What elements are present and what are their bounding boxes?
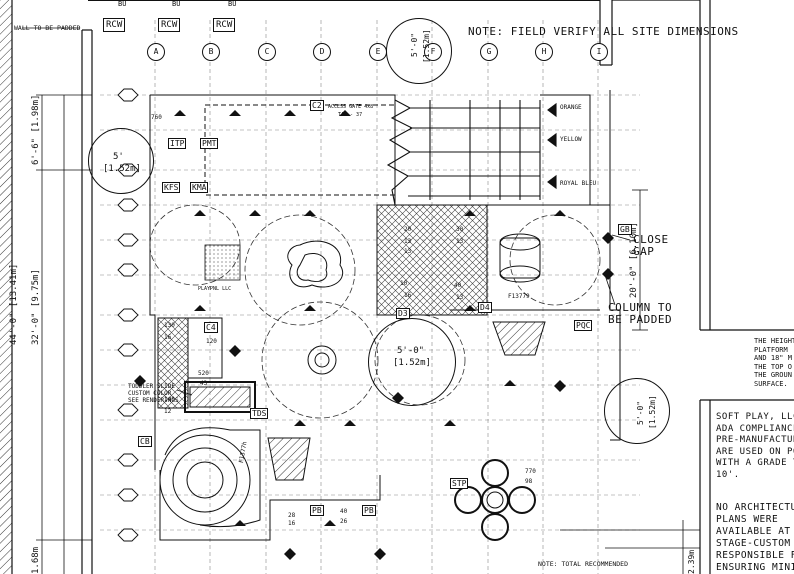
deck-height-label: 10 <box>400 280 408 287</box>
clearance-feet: 5'-0" <box>397 346 425 356</box>
gridline-bubble-e: E <box>369 43 387 61</box>
gridline-bubble-g: G <box>480 43 498 61</box>
deck-height-label: 28 <box>288 512 296 519</box>
gridline-bubble-a: A <box>147 43 165 61</box>
column-padded-callout: COLUMN TO BE PADDED <box>608 301 673 326</box>
deck-height-label: 130 <box>164 322 175 329</box>
component-tag-d4: D4 <box>478 302 492 313</box>
playpanel-label: PLAYPNL LLC <box>198 286 232 292</box>
height-note: THE HEIGHT PLATFORM AND 18" M THE TOP O … <box>754 337 794 388</box>
slide-color-yellow: YELLOW <box>560 136 582 143</box>
wall-padded-note: WALL TO BE PADDED <box>14 24 81 32</box>
component-tag-pmt: PMT <box>200 138 219 149</box>
component-tag-kma: KMA <box>190 182 209 193</box>
gridline-bubble-c: C <box>258 43 276 61</box>
component-tag-tds: TDS <box>250 408 269 419</box>
deck-height-label: 13 <box>456 238 464 245</box>
no-architecture-note: NO ARCHITECTU PLANS WERE AVAILABLE AT D … <box>716 502 794 573</box>
soft-play-note: SOFT PLAY, LLC. ADA COMPLIANCE PRE-MANUF… <box>716 412 794 480</box>
clearance-circle-top: 5'-0" [1.52m] <box>386 18 452 84</box>
clearance-feet: 5'-0" <box>636 400 645 425</box>
deck-height-label: 16 <box>288 520 296 527</box>
tube-slides <box>386 99 557 206</box>
clearance-circle-right: 5'-0" [1.52m] <box>604 378 670 444</box>
rcw-tag-2: RCW <box>158 18 181 32</box>
clearance-feet: 5'-0" <box>410 32 419 57</box>
deck-height-label: 12 <box>164 408 172 415</box>
clearance-metric: [1.52m] <box>648 395 657 429</box>
dimension-1-68m: 1.68m <box>31 546 41 574</box>
component-tag-c4: C4 <box>204 322 218 333</box>
deck-height-label: 760 <box>151 114 162 121</box>
dimension-6ft6: 6'-6" [1.98m] <box>31 94 41 165</box>
bu-tag-1: BU <box>118 0 127 8</box>
access-gate-label: ACCESS GATE 4x8 <box>328 104 374 110</box>
site-verify-note: NOTE: FIELD VERIFY ALL SITE DIMENSIONS <box>468 25 739 38</box>
play-features <box>159 233 546 541</box>
component-tag-itp: ITP <box>168 138 187 149</box>
gridline-bubble-d: D <box>313 43 331 61</box>
triangle-markers <box>174 110 566 526</box>
leader-lines <box>22 27 631 396</box>
component-tag-kfs: KFS <box>162 182 181 193</box>
deck-height-label: 40 <box>454 282 462 289</box>
deck-height-label: 770 <box>525 468 536 475</box>
slide-color-royal-bleu: ROYAL BLEU <box>560 180 597 187</box>
deck-height-label: 20 <box>404 226 412 233</box>
dimension-2-39m: 2.39m <box>687 549 696 574</box>
dimension-44ft: 44'-0" [13.41m] <box>9 263 19 345</box>
clearance-metric: [1.52m] <box>103 164 141 174</box>
deck-height-label: 43 <box>200 380 208 387</box>
clearance-metric: [1.52m] <box>393 358 431 368</box>
component-tag-pb: PB <box>310 505 324 516</box>
gridline-bubble-h: H <box>535 43 553 61</box>
component-tag-c2: C2 <box>310 100 324 111</box>
deck-height-label: 13 <box>404 248 412 255</box>
access-gate-sub-label: TAN - 37 <box>338 112 363 118</box>
deck-height-label: 30 <box>456 226 464 233</box>
deck-height-label: 13 <box>404 238 412 245</box>
deck-height-label: 16 <box>164 334 172 341</box>
deck-height-label: 40 <box>340 508 348 515</box>
clearance-metric: [1.52m] <box>422 29 431 63</box>
bu-tag-3: BU <box>228 0 237 8</box>
component-tag-stp: STP <box>450 478 469 489</box>
deck-height-label: 98 <box>525 478 533 485</box>
deck-height-label: 140 <box>164 396 175 403</box>
gridline-bubble-b: B <box>202 43 220 61</box>
close-gap-callout: CLOSE GAP <box>633 233 669 258</box>
toddler-slide-callout: TODDLER SLIDE CUSTOM COLOR SEE RENDERING… <box>128 383 179 404</box>
dimension-32ft: 32'-0" [9.75m] <box>31 269 41 345</box>
rcw-tag-1: RCW <box>103 18 126 32</box>
component-tag-pqc: PQC <box>574 320 593 331</box>
component-tag-cb: CB <box>138 436 152 447</box>
slide-color-orange: ORANGE <box>560 104 582 111</box>
component-tag-gb: GB <box>618 224 632 235</box>
deck-height-label: 520 <box>198 370 209 377</box>
deck-height-label: 120 <box>206 338 217 345</box>
gridline-bubble-i: I <box>590 43 608 61</box>
net-climb-area <box>157 204 488 409</box>
deck-height-label: 16 <box>404 292 412 299</box>
dimension-lines <box>36 94 700 574</box>
deck-height-label: 26 <box>340 518 348 525</box>
clearance-circle-left: 5' [1.52m] <box>88 128 154 194</box>
clearance-circle-center: 5'-0" [1.52m] <box>368 318 456 406</box>
deck-height-label: 13 <box>456 294 464 301</box>
bu-tag-2: BU <box>172 0 181 8</box>
rcw-tag-3: RCW <box>213 18 236 32</box>
component-tag-d3: D3 <box>396 308 410 319</box>
component-tag-pb: PB <box>362 505 376 516</box>
clearance-feet: 5' <box>113 152 124 162</box>
bottom-recommended-note: NOTE: TOTAL RECOMMENDED <box>538 560 629 568</box>
f13779-label: F13779 <box>508 293 530 300</box>
